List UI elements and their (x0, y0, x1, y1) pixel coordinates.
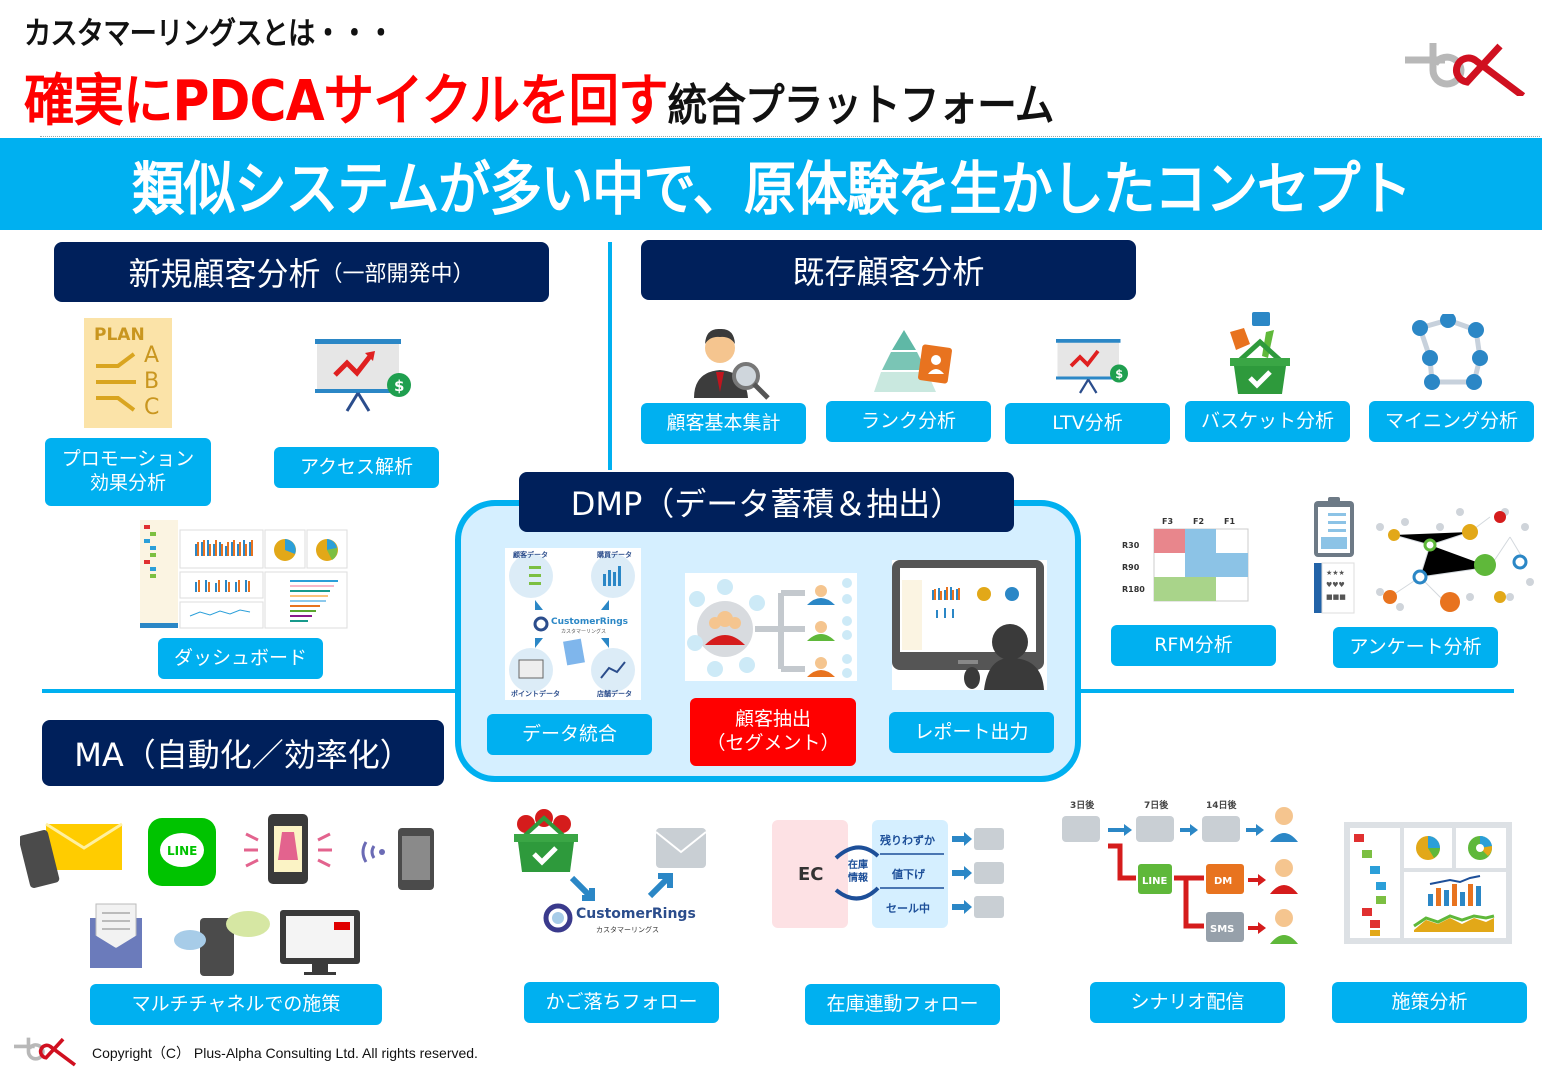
company-logo-icon (1405, 43, 1525, 96)
label-scenario-delivery[interactable]: シナリオ配信 (1090, 982, 1285, 1023)
brand-kana: カスタマーリングス (561, 628, 606, 635)
plan-c: C (144, 395, 159, 420)
brand-name: CustomerRings (576, 906, 696, 922)
dashboard-screenshot (140, 520, 348, 630)
scenario-channel-line: LINE (1142, 876, 1167, 887)
inventory-state-discount: 値下げ (891, 867, 926, 881)
data-integration-icon: 顧客データ 購買データ ポイントデータ 店舗データ CustomerRings … (505, 548, 641, 700)
footer-logo-icon (14, 1037, 76, 1067)
rfm-col-f2: F2 (1193, 517, 1204, 526)
presentation-chart-icon: $ (1056, 339, 1128, 394)
label-rfm-analysis[interactable]: RFM分析 (1111, 625, 1276, 666)
section-title: 既存顧客分析 (792, 253, 985, 291)
title-red-part: 確実にPDCAサイクルを回す (24, 69, 669, 134)
section-header-ma: MA（自動化／効率化） (42, 720, 444, 786)
rfm-row-r180: R180 (1122, 585, 1145, 594)
rfm-matrix-icon: F3 F2 F1 R30 R90 R180 (1122, 517, 1249, 602)
section-title: DMP（データ蓄積＆抽出） (570, 485, 963, 523)
plan-b: B (144, 369, 159, 394)
label-customer-extraction[interactable]: 顧客抽出 （セグメント） (690, 698, 856, 766)
copyright-text: Copyright（C） Plus-Alpha Consulting Ltd. … (92, 1045, 478, 1061)
svg-text:$: $ (1115, 368, 1123, 381)
purchase-data-label: 購買データ (596, 550, 632, 559)
header-divider (40, 136, 1540, 137)
inventory-state-low: 残りわずか (880, 833, 935, 847)
pyramid-icon (874, 330, 952, 392)
brand-name: CustomerRings (551, 617, 628, 627)
section-header-new-customer: 新規顧客分析（一部開発中） (54, 242, 549, 302)
label-data-integration[interactable]: データ統合 (487, 714, 652, 755)
scenario-day-3: 3日後 (1070, 799, 1095, 811)
section-title: MA（自動化／効率化） (74, 736, 412, 774)
svg-text:■■■: ■■■ (1326, 593, 1346, 601)
section-header-existing-customer: 既存顧客分析 (641, 240, 1136, 300)
svg-text:$: $ (394, 377, 404, 395)
label-mining-analysis[interactable]: マイニング分析 (1369, 401, 1534, 442)
scenario-channel-dm: DM (1214, 876, 1232, 887)
survey-network-icon: ★★★ ♥♥♥ ■■■ (1314, 497, 1534, 614)
plan-text: PLAN (94, 325, 145, 345)
horizontal-divider-left (42, 689, 458, 693)
plan-a: A (144, 343, 159, 368)
rfm-col-f1: F1 (1224, 517, 1235, 526)
multichannel-icons: LINE (20, 814, 434, 976)
store-data-label: 店舗データ (597, 689, 632, 698)
section-note: （一部開発中） (320, 262, 475, 287)
label-dashboard[interactable]: ダッシュボード (158, 638, 323, 679)
section-header-dmp: DMP（データ蓄積＆抽出） (519, 472, 1014, 532)
rfm-col-f3: F3 (1162, 517, 1173, 526)
presentation-chart-icon: $ (315, 339, 411, 412)
label-campaign-analysis[interactable]: 施策分析 (1332, 982, 1527, 1023)
rfm-row-r90: R90 (1122, 563, 1140, 572)
inventory-flow-icon: EC 在庫 情報 残りわずか 値下げ セール中 (772, 820, 1004, 928)
concept-text: 類似システムが多い中で、原体験を生かしたコンセプト (131, 155, 1412, 223)
main-title: 確実にPDCAサイクルを回す統合プラットフォーム (24, 56, 1055, 137)
brand-kana: カスタマーリングス (596, 925, 659, 934)
section-title: 新規顧客分析 (128, 255, 321, 293)
scenario-day-7: 7日後 (1144, 799, 1169, 811)
svg-text:情報: 情報 (848, 871, 869, 884)
customer-data-label: 顧客データ (513, 550, 548, 559)
cart-abandon-icon: CustomerRings カスタマーリングス (514, 809, 707, 934)
monitor-report-icon (892, 560, 1047, 690)
point-data-label: ポイントデータ (511, 689, 560, 698)
line-logo-text: LINE (167, 844, 197, 858)
scenario-flow-icon: 3日後 7日後 14日後 LINE DM SMS (1062, 799, 1298, 944)
label-report-output[interactable]: レポート出力 (889, 712, 1054, 753)
svg-text:♥♥♥: ♥♥♥ (1326, 581, 1345, 589)
person-magnifier-icon (694, 328, 770, 400)
vertical-divider (608, 242, 612, 470)
label-ltv-analysis[interactable]: LTV分析 (1005, 403, 1170, 444)
concept-banner: 類似システムが多い中で、原体験を生かしたコンセプト (0, 138, 1542, 230)
label-survey-analysis[interactable]: アンケート分析 (1333, 627, 1498, 668)
analysis-dashboard-icon (1344, 822, 1512, 944)
network-nodes-icon (1412, 314, 1488, 390)
label-basket-analysis[interactable]: バスケット分析 (1185, 401, 1350, 442)
label-inventory-follow[interactable]: 在庫連動フォロー (805, 984, 1000, 1025)
label-access-analysis[interactable]: アクセス解析 (274, 447, 439, 488)
label-multichannel[interactable]: マルチチャネルでの施策 (90, 984, 382, 1025)
label-customer-basic-stats[interactable]: 顧客基本集計 (641, 403, 806, 444)
label-promotion-analysis[interactable]: プロモーション 効果分析 (45, 438, 211, 506)
title-black-part: 統合プラットフォーム (667, 80, 1055, 131)
scenario-day-14: 14日後 (1206, 799, 1238, 811)
subtitle: カスタマーリングスとは・・・ (24, 16, 394, 52)
basket-icon (1230, 312, 1290, 394)
svg-text:★★★: ★★★ (1326, 569, 1345, 577)
label-rank-analysis[interactable]: ランク分析 (826, 401, 991, 442)
horizontal-divider-right (1078, 689, 1514, 693)
label-cart-abandon-follow[interactable]: かご落ちフォロー (524, 982, 719, 1023)
inventory-state-sale: セール中 (886, 901, 930, 915)
plan-abc-icon: PLAN A B C (84, 318, 172, 428)
svg-text:在庫: 在庫 (848, 858, 868, 871)
segmentation-icon (685, 573, 857, 681)
rfm-row-r30: R30 (1122, 541, 1140, 550)
ec-label: EC (798, 864, 824, 885)
scenario-channel-sms: SMS (1210, 924, 1234, 935)
